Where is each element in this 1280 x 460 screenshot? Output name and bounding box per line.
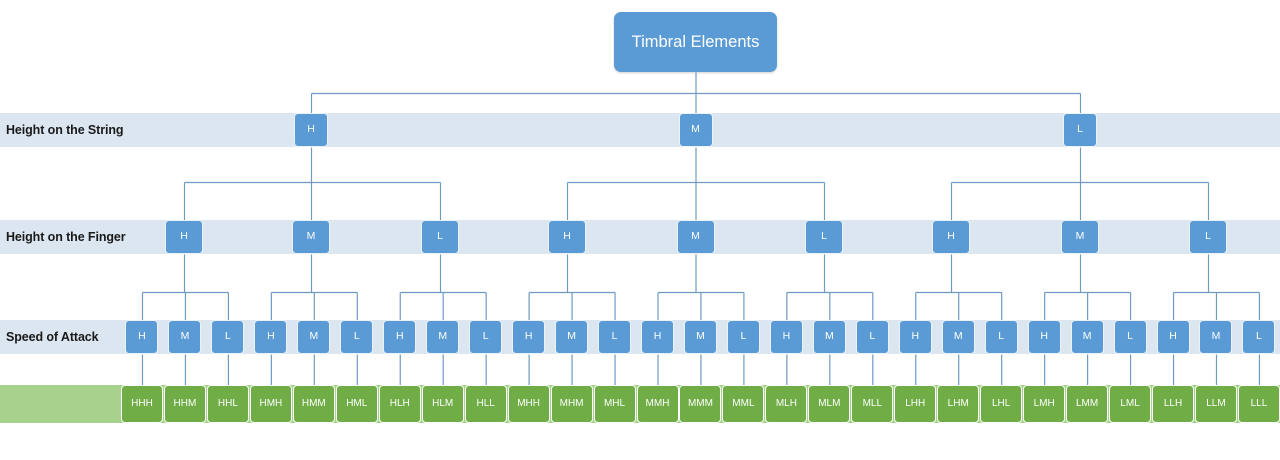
node-combination-lll[interactable]: LLL bbox=[1237, 385, 1280, 423]
node-attack-m-22[interactable]: M bbox=[1070, 320, 1104, 354]
node-attack-m-16[interactable]: M bbox=[812, 320, 846, 354]
node-combination-llm[interactable]: LLM bbox=[1194, 385, 1237, 423]
node-attack-h-18[interactable]: H bbox=[898, 320, 932, 354]
node-finger-m-1[interactable]: M bbox=[292, 220, 330, 254]
node-attack-m-13[interactable]: M bbox=[683, 320, 717, 354]
node-combination-hll[interactable]: HLL bbox=[464, 385, 507, 423]
row-label-height-on-the-finger: Height on the Finger bbox=[6, 230, 126, 244]
node-combination-hlm[interactable]: HLM bbox=[421, 385, 464, 423]
node-combination-mlm[interactable]: MLM bbox=[808, 385, 851, 423]
node-combination-hml[interactable]: HML bbox=[335, 385, 378, 423]
node-string-m-1[interactable]: M bbox=[678, 113, 713, 147]
node-attack-h-6[interactable]: H bbox=[383, 320, 417, 354]
node-root-timbral-elements[interactable]: Timbral Elements bbox=[614, 12, 777, 72]
node-attack-l-23[interactable]: L bbox=[1113, 320, 1147, 354]
node-combination-lmh[interactable]: LMH bbox=[1023, 385, 1066, 423]
node-string-l-2[interactable]: L bbox=[1063, 113, 1097, 147]
node-combination-hlh[interactable]: HLH bbox=[378, 385, 421, 423]
node-attack-m-25[interactable]: M bbox=[1199, 320, 1233, 354]
node-combination-hhm[interactable]: HHM bbox=[163, 385, 206, 423]
node-combination-hhh[interactable]: HHH bbox=[120, 385, 163, 423]
node-attack-h-15[interactable]: H bbox=[769, 320, 803, 354]
node-attack-h-9[interactable]: H bbox=[512, 320, 546, 354]
node-combination-hhl[interactable]: HHL bbox=[206, 385, 249, 423]
node-combination-lmm[interactable]: LMM bbox=[1066, 385, 1109, 423]
node-string-h-0[interactable]: H bbox=[294, 113, 328, 147]
node-combination-hmh[interactable]: HMH bbox=[249, 385, 292, 423]
node-attack-h-0[interactable]: H bbox=[125, 320, 159, 354]
node-finger-m-7[interactable]: M bbox=[1061, 220, 1099, 254]
node-combination-lhl[interactable]: LHL bbox=[980, 385, 1023, 423]
node-attack-m-19[interactable]: M bbox=[941, 320, 975, 354]
node-attack-l-2[interactable]: L bbox=[211, 320, 245, 354]
node-attack-m-4[interactable]: M bbox=[297, 320, 331, 354]
node-attack-l-14[interactable]: L bbox=[726, 320, 760, 354]
node-combination-llh[interactable]: LLH bbox=[1152, 385, 1195, 423]
node-attack-h-21[interactable]: H bbox=[1027, 320, 1061, 354]
node-combination-mhm[interactable]: MHM bbox=[550, 385, 593, 423]
node-combination-hmm[interactable]: HMM bbox=[292, 385, 335, 423]
node-combination-mml[interactable]: MML bbox=[722, 385, 765, 423]
node-attack-l-5[interactable]: L bbox=[340, 320, 374, 354]
node-finger-h-0[interactable]: H bbox=[165, 220, 203, 254]
node-attack-l-20[interactable]: L bbox=[984, 320, 1018, 354]
node-attack-m-7[interactable]: M bbox=[426, 320, 460, 354]
node-finger-l-5[interactable]: L bbox=[805, 220, 843, 254]
node-attack-l-11[interactable]: L bbox=[598, 320, 632, 354]
row-label-speed-of-attack: Speed of Attack bbox=[6, 330, 99, 344]
node-finger-h-6[interactable]: H bbox=[932, 220, 970, 254]
node-attack-h-12[interactable]: H bbox=[641, 320, 674, 354]
node-attack-l-26[interactable]: L bbox=[1242, 320, 1276, 354]
row-label-height-on-the-string: Height on the String bbox=[6, 123, 124, 137]
node-combination-mll[interactable]: MLL bbox=[851, 385, 894, 423]
node-combination-lml[interactable]: LML bbox=[1109, 385, 1152, 423]
node-attack-m-1[interactable]: M bbox=[168, 320, 202, 354]
node-combination-mlh[interactable]: MLH bbox=[765, 385, 808, 423]
node-finger-m-4[interactable]: M bbox=[676, 220, 715, 254]
node-attack-l-8[interactable]: L bbox=[469, 320, 503, 354]
node-combination-mmh[interactable]: MMH bbox=[636, 385, 679, 423]
node-attack-m-10[interactable]: M bbox=[555, 320, 589, 354]
node-combination-mhh[interactable]: MHH bbox=[507, 385, 550, 423]
node-combination-lhh[interactable]: LHH bbox=[894, 385, 937, 423]
node-combination-lhm[interactable]: LHM bbox=[937, 385, 980, 423]
node-finger-l-2[interactable]: L bbox=[421, 220, 459, 254]
node-attack-h-24[interactable]: H bbox=[1156, 320, 1190, 354]
node-finger-h-3[interactable]: H bbox=[548, 220, 586, 254]
node-finger-l-8[interactable]: L bbox=[1189, 220, 1227, 254]
node-combination-mhl[interactable]: MHL bbox=[593, 385, 636, 423]
node-attack-h-3[interactable]: H bbox=[254, 320, 288, 354]
node-attack-l-17[interactable]: L bbox=[855, 320, 889, 354]
node-combination-mmm[interactable]: MMM bbox=[679, 385, 722, 423]
